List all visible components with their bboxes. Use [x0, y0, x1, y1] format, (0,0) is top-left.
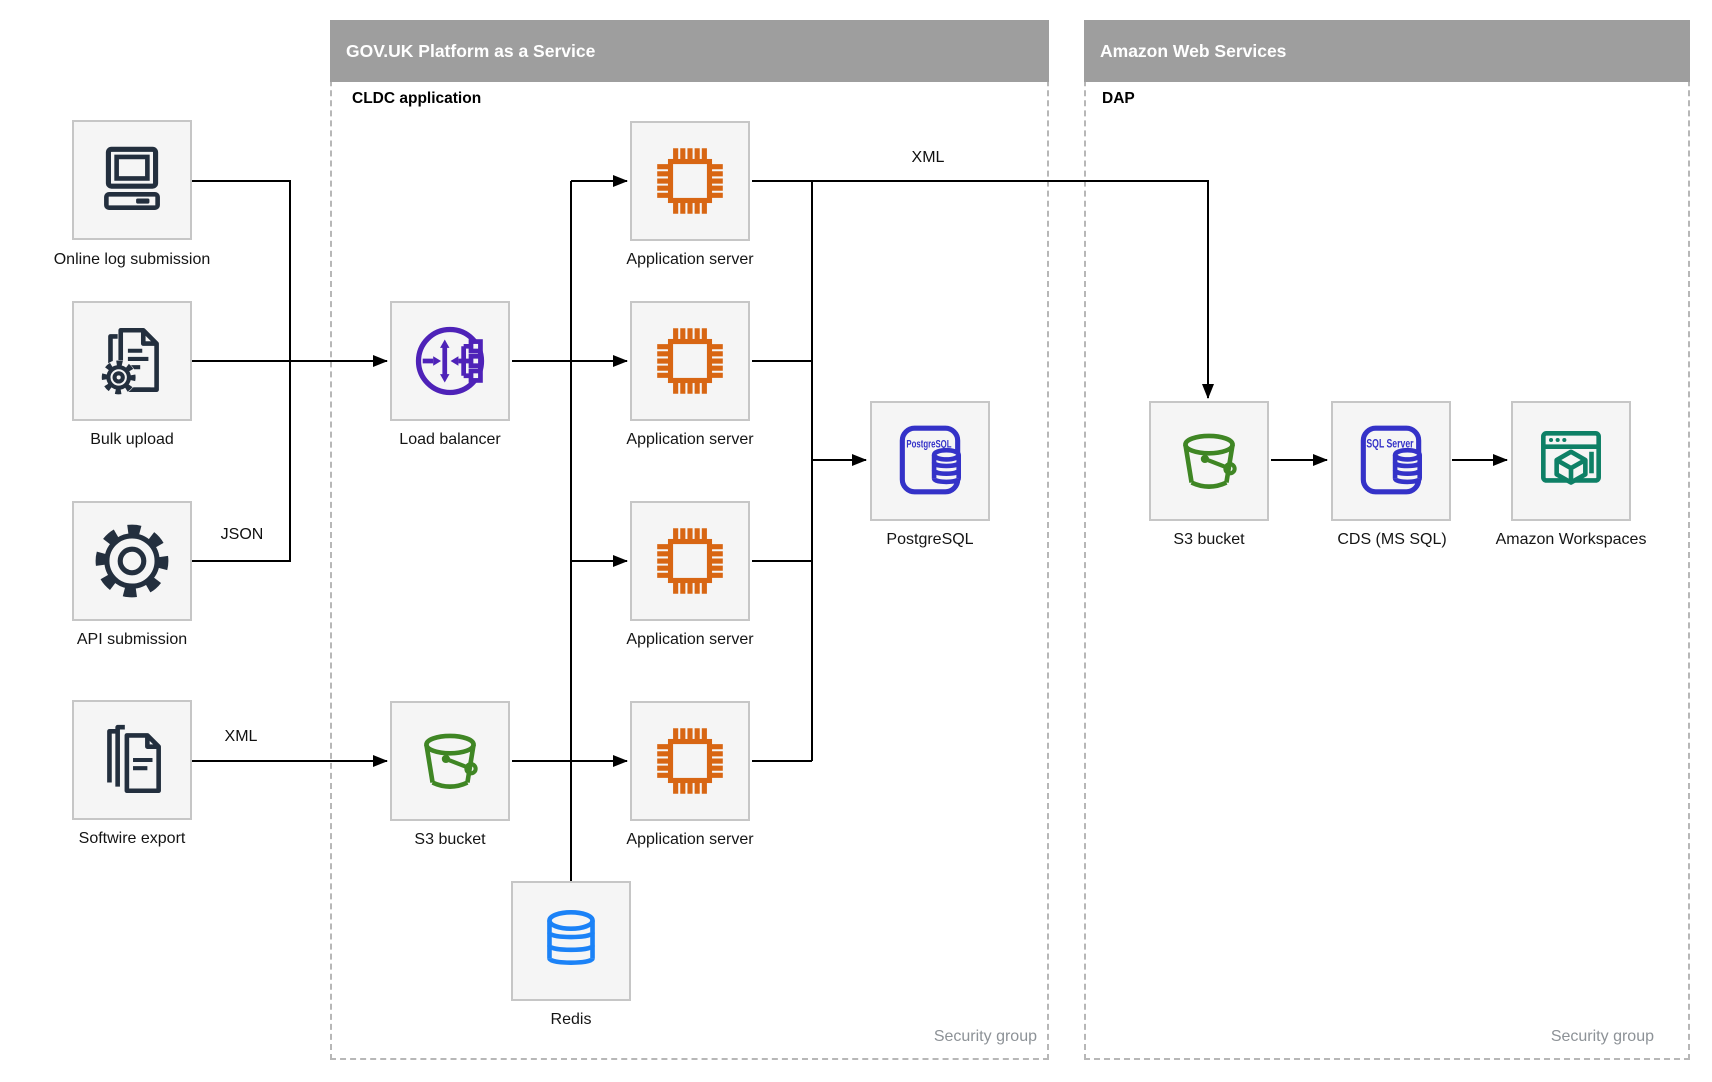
node-label-softwire-export: Softwire export: [78, 830, 186, 847]
node-load-balancer: [390, 301, 510, 421]
aws-header: Amazon Web Services: [1084, 20, 1690, 82]
edge-label-json: JSON: [218, 526, 266, 544]
node-label-application-server-2: Application server: [626, 431, 754, 448]
node-application-server-4: [630, 701, 750, 821]
documents-stack-icon: [107, 724, 161, 794]
node-api-submission: [72, 501, 192, 621]
computer-icon: [104, 146, 160, 210]
node-application-server-2: [630, 301, 750, 421]
load-balancer-icon: [415, 326, 485, 396]
postgresql-icon: PostgreSQL: [899, 425, 962, 495]
paas-security-group-label: Security group: [933, 1028, 1037, 1045]
aws-title: Amazon Web Services: [1100, 41, 1287, 61]
chip-icon: [657, 728, 723, 794]
node-redis: [511, 881, 631, 1001]
node-label-s3-bucket-paas: S3 bucket: [414, 831, 486, 848]
aws-security-group-label: Security group: [1550, 1028, 1654, 1045]
redis-database-icon: [547, 909, 595, 965]
s3-bucket-icon: [424, 733, 478, 789]
chip-icon: [657, 528, 723, 594]
document-gear-icon: [101, 327, 159, 395]
node-label-api-submission: API submission: [76, 631, 188, 648]
node-label-application-server-1: Application server: [626, 251, 754, 268]
sql-server-icon: SQL Server: [1360, 425, 1423, 495]
node-label-application-server-4: Application server: [626, 831, 754, 848]
node-s3-bucket-aws: [1149, 401, 1269, 521]
node-label-online-log-submission: Online log submission: [53, 251, 211, 268]
edge-label-xml-to-aws: XML: [909, 149, 947, 167]
node-application-server-3: [630, 501, 750, 621]
node-s3-bucket-paas: [390, 701, 510, 821]
node-label-application-server-3: Application server: [626, 631, 754, 648]
paas-sublabel: CLDC application: [352, 90, 482, 107]
node-label-s3-bucket-aws: S3 bucket: [1173, 531, 1245, 548]
chip-icon: [657, 148, 723, 214]
gear-icon: [95, 524, 169, 598]
edge-xml-to-aws-s3: [752, 180, 1214, 399]
edge-onlinelog-json-collector: [192, 180, 291, 562]
paas-header: GOV.UK Platform as a Service: [330, 20, 1049, 82]
aws-sublabel: DAP: [1102, 90, 1135, 107]
node-bulk-upload: [72, 301, 192, 421]
workspaces-icon: [1541, 431, 1601, 485]
s3-bucket-icon: [1183, 433, 1237, 489]
node-label-load-balancer: Load balancer: [399, 431, 501, 448]
node-postgresql: PostgreSQL: [870, 401, 990, 521]
node-softwire-export: [72, 700, 192, 820]
node-application-server-1: [630, 121, 750, 241]
node-label-postgresql: PostgreSQL: [886, 531, 974, 548]
node-label-redis: Redis: [550, 1011, 592, 1028]
node-online-log-submission: [72, 120, 192, 240]
node-label-amazon-workspaces: Amazon Workspaces: [1495, 531, 1647, 548]
sql-server-icon-text: SQL Server: [1366, 438, 1413, 451]
chip-icon: [657, 328, 723, 394]
node-amazon-workspaces: [1511, 401, 1631, 521]
node-label-cds-ms-sql: CDS (MS SQL): [1337, 531, 1447, 548]
node-cds-ms-sql: SQL Server: [1331, 401, 1451, 521]
paas-title: GOV.UK Platform as a Service: [346, 41, 596, 61]
edge-label-xml-softwire: XML: [222, 728, 260, 746]
postgresql-icon-text: PostgreSQL: [906, 439, 951, 451]
node-label-bulk-upload: Bulk upload: [90, 431, 174, 448]
